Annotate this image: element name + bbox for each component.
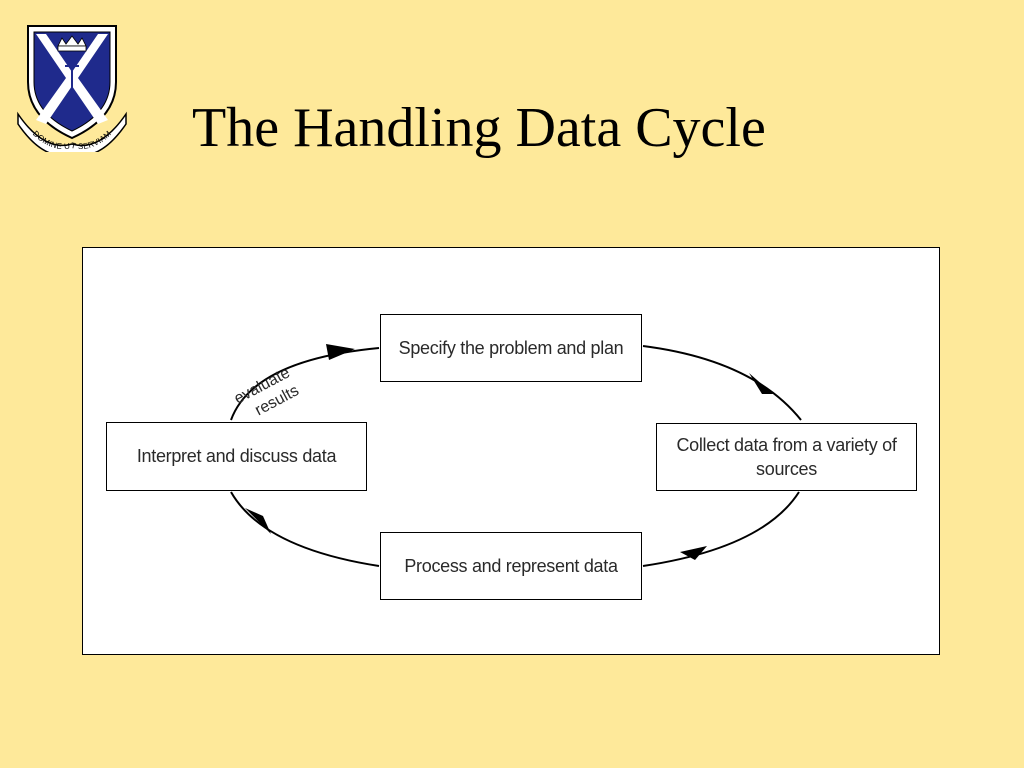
crest-crown-icon	[57, 35, 87, 52]
arrowhead-collect-to-process	[680, 546, 707, 560]
arrowhead-process-to-interpret	[245, 508, 271, 534]
evaluate-results-label: evaluate results	[231, 362, 306, 425]
crest-sword-icon	[65, 60, 79, 116]
arrow-specify-to-collect	[642, 345, 802, 421]
step-interpret: Interpret and discuss data	[106, 422, 367, 491]
cycle-arrows: evaluate results	[230, 344, 802, 567]
step-process: Process and represent data	[380, 532, 642, 600]
crest-motto-scroll	[17, 111, 127, 152]
school-crest-logo: DOMINE UT SERVIAM	[17, 25, 127, 152]
arrowhead-interpret-to-specify	[326, 344, 355, 360]
arrow-collect-to-process	[642, 491, 800, 567]
arrow-interpret-to-specify	[230, 347, 380, 421]
step-specify: Specify the problem and plan	[380, 314, 642, 382]
cycle-diagram: evaluate results Specify the problem and…	[82, 247, 940, 655]
arrowhead-specify-to-collect	[749, 373, 773, 394]
step-collect: Collect data from a variety of sources	[656, 423, 917, 491]
slide-title: The Handling Data Cycle	[192, 97, 766, 159]
arrow-process-to-interpret	[230, 491, 380, 567]
